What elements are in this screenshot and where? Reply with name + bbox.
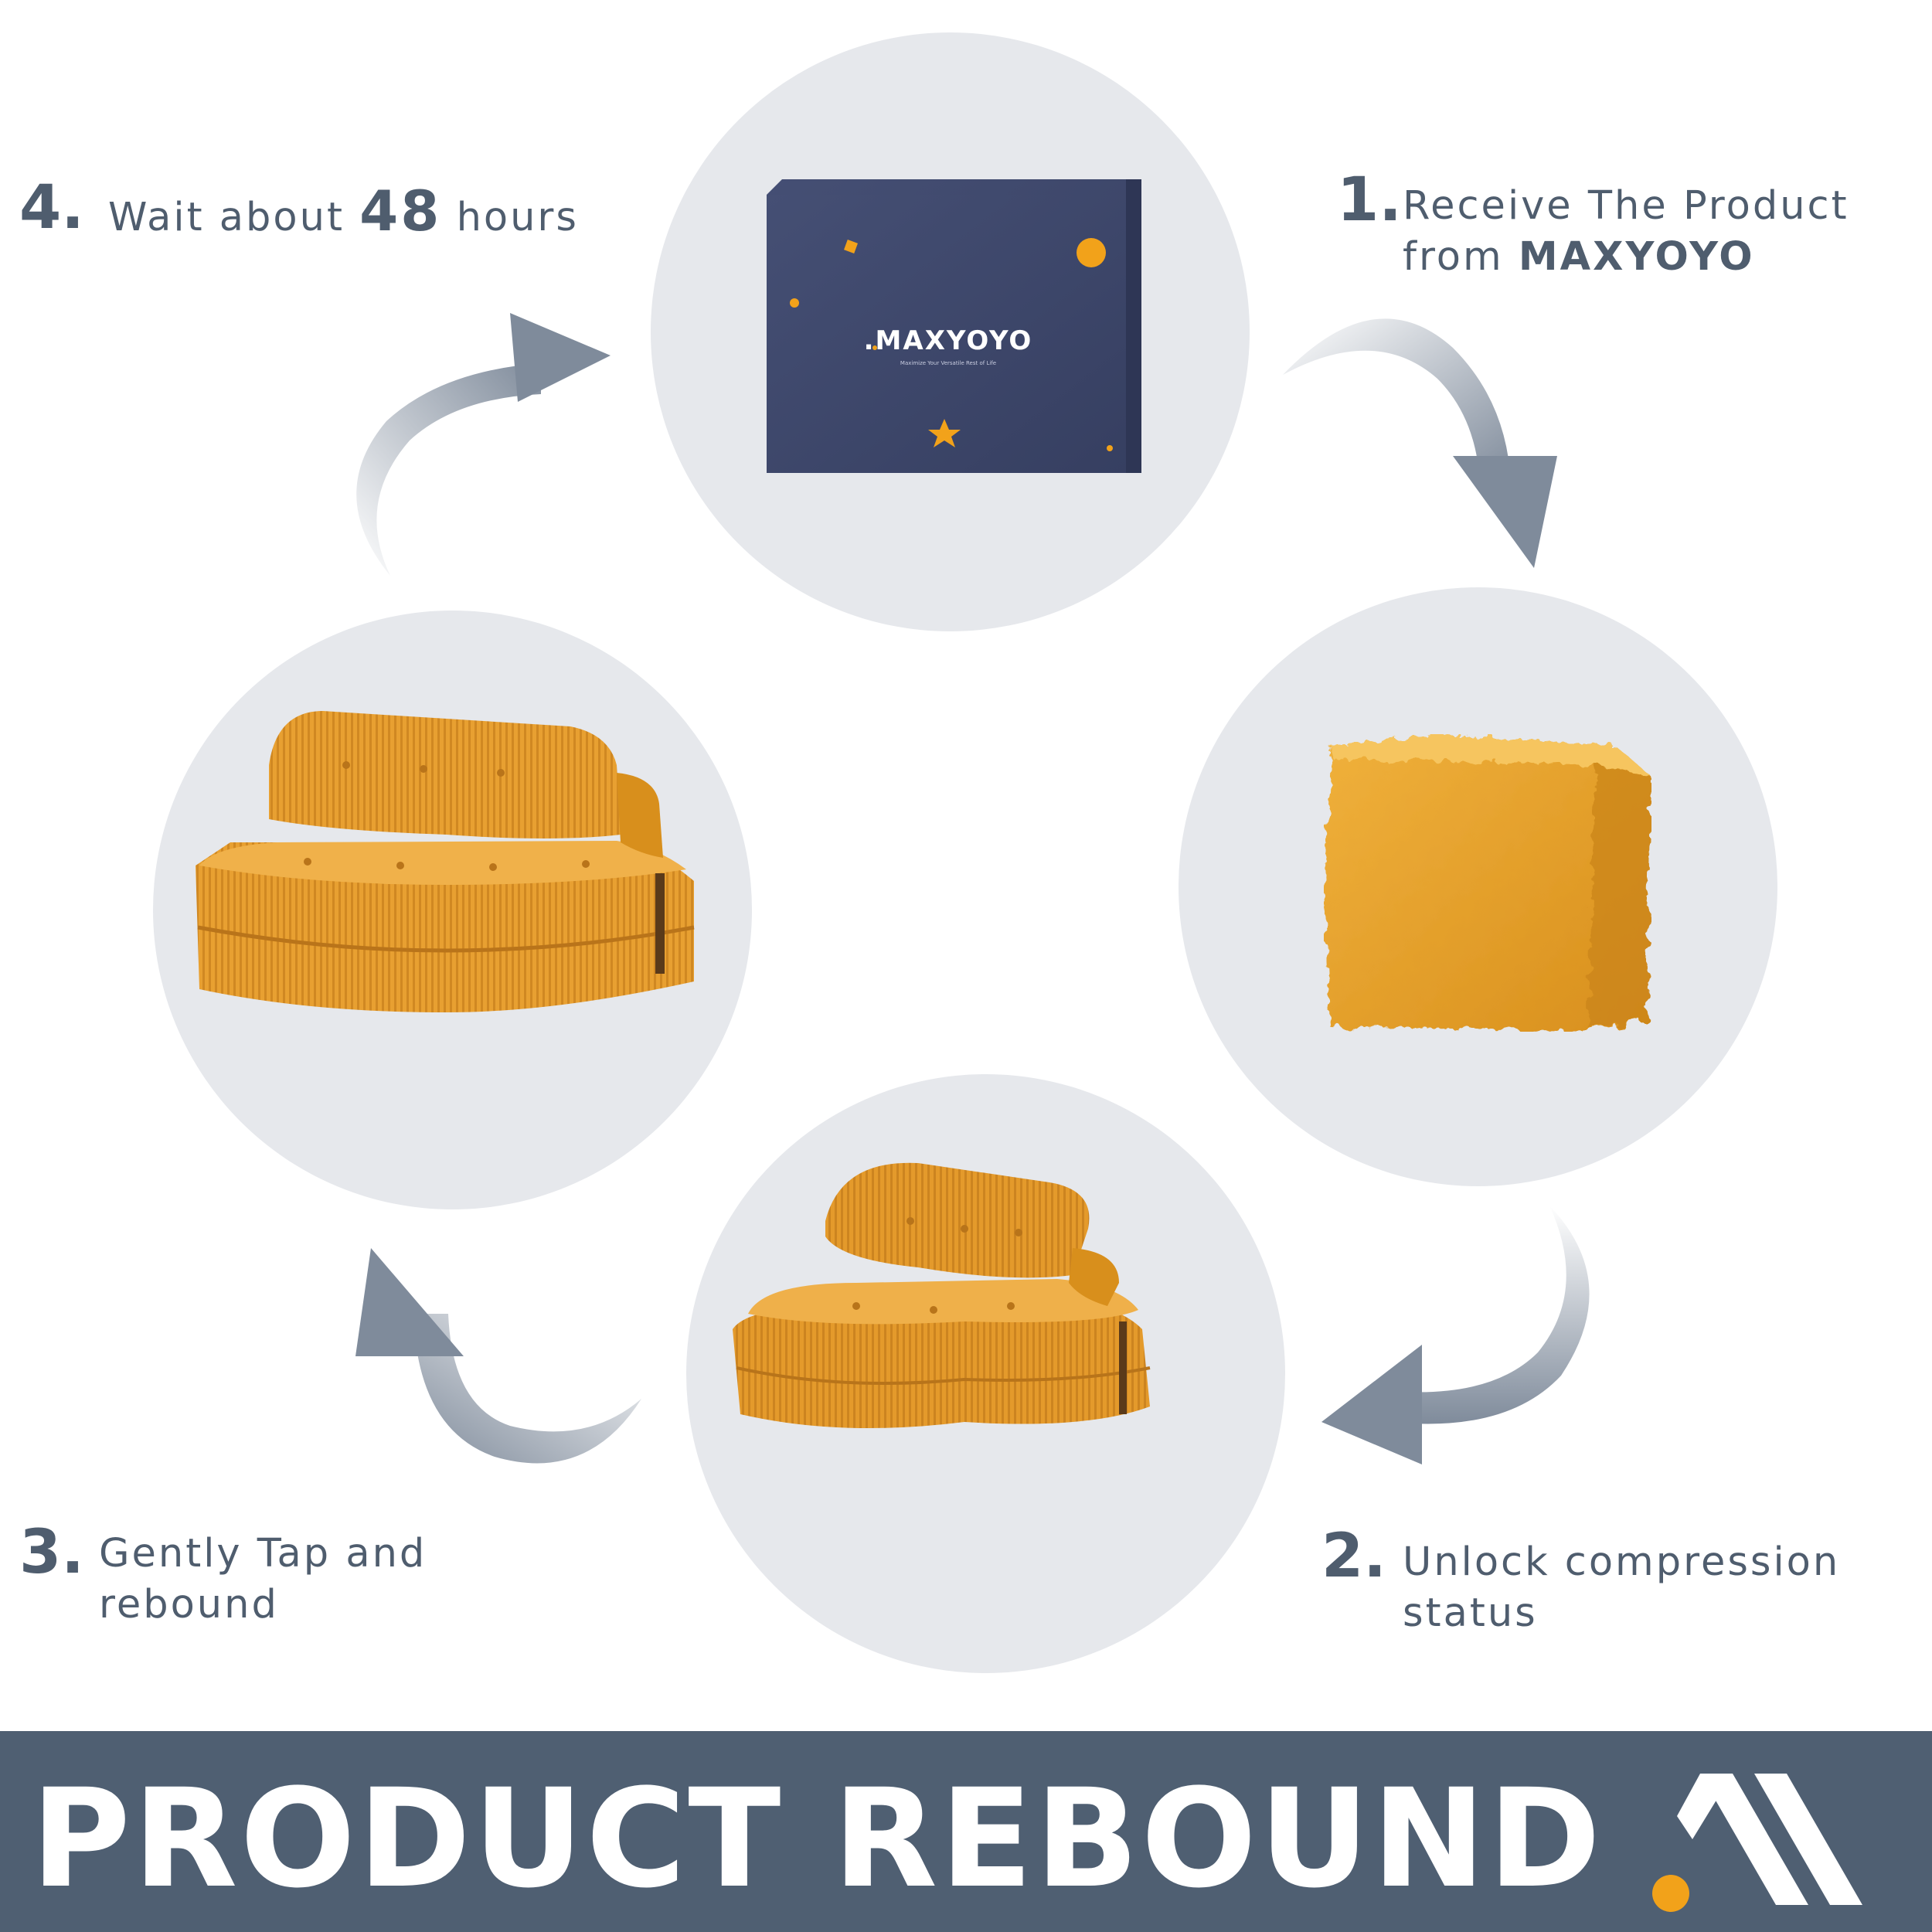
step-3-line1: Gently Tap and <box>99 1531 427 1577</box>
step-2-image-circle <box>1179 587 1777 1186</box>
step-2-line1: Unlock compression <box>1403 1539 1841 1585</box>
step-2-text: Unlock compression status <box>1403 1537 1840 1639</box>
banner-title: PRODUCT REBOUND <box>31 1760 1604 1918</box>
step-1-number: 1. <box>1337 165 1402 235</box>
step-1-label: 1. Receive The Product from MAXYOYO <box>1337 170 1878 286</box>
step-1-line2: from MAXYOYO <box>1403 234 1755 280</box>
step-4-label: 4. Wait about 48 hours <box>19 178 607 247</box>
curved-arrow-icon-1 <box>1283 318 1557 568</box>
step-4-number: 4. <box>19 173 84 243</box>
step-3-label: 3. Gently Tap and rebound <box>19 1522 514 1638</box>
box-tagline-text: Maximize Your Versatile Rest of Life <box>900 360 996 366</box>
brand-name: MAXYOYO <box>1518 234 1755 280</box>
step-3-text: Gently Tap and rebound <box>99 1529 427 1631</box>
fully-expanded-sofa-image <box>196 711 695 1012</box>
rebounding-sofa-image <box>733 1162 1151 1428</box>
step-3-image-circle <box>686 1074 1285 1673</box>
step-4-image-circle <box>153 611 752 1209</box>
step-2-line2: status <box>1403 1590 1538 1636</box>
step-2-label: 2. Unlock compression status <box>1321 1526 1878 1642</box>
compressed-box-image: .MAXYOYO Maximize Your Versatile Rest of… <box>767 179 1141 473</box>
step-4-text: Wait about 48 hours <box>108 179 579 243</box>
cycle-arrows <box>355 313 1590 1464</box>
curved-arrow-icon-3 <box>355 1248 641 1464</box>
step-3-line2: rebound <box>99 1582 279 1628</box>
step-3-number: 3. <box>19 1518 84 1587</box>
box-brand-text: .MAXYOYO <box>864 325 1033 356</box>
step-2-number: 2. <box>1321 1522 1386 1591</box>
step-1-text: Receive The Product from MAXYOYO <box>1403 181 1849 283</box>
maxyoyo-logo-icon <box>1652 1774 1862 1912</box>
curved-arrow-icon-4 <box>356 313 611 576</box>
step-1-image-circle: .MAXYOYO Maximize Your Versatile Rest of… <box>651 32 1250 631</box>
title-banner: PRODUCT REBOUND <box>0 1731 1932 1932</box>
step-1-line1: Receive The Product <box>1403 183 1849 229</box>
moon-decoration-icon <box>1077 238 1106 267</box>
compressed-sofa-image <box>1324 734 1651 1032</box>
step-4-hours-value: 48 <box>359 179 442 243</box>
star-decoration-icon <box>928 419 961 447</box>
curved-arrow-icon-2 <box>1321 1206 1590 1464</box>
